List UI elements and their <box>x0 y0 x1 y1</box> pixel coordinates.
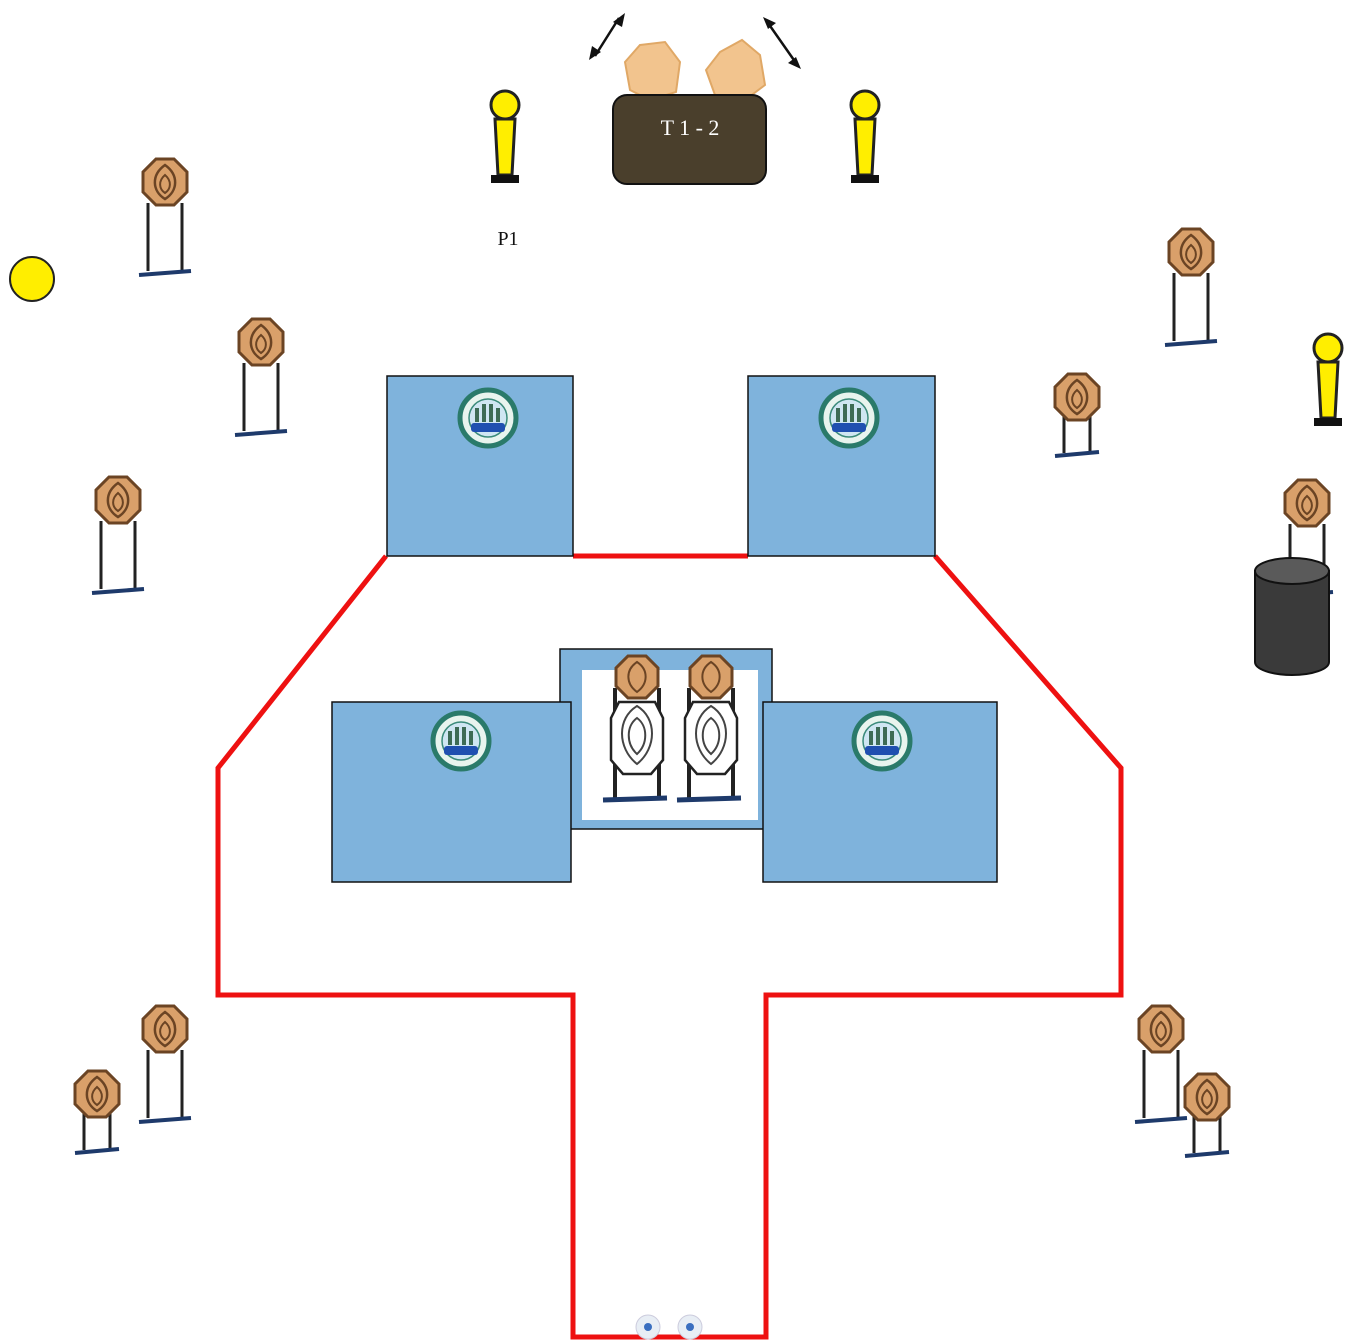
popper-icon <box>849 89 881 185</box>
steel-target-icon <box>137 157 193 277</box>
club-logo-icon <box>433 713 489 769</box>
wall-top-left <box>386 375 574 557</box>
steel-target-icon <box>1133 1004 1189 1124</box>
position-label-p1: P1 <box>497 228 518 250</box>
steel-target-icon <box>1053 372 1101 458</box>
table-label: T 1 - 2 <box>661 115 720 140</box>
double-arrow-icon <box>763 17 801 69</box>
wall-top-right <box>747 375 936 557</box>
steel-target-icon <box>1163 227 1219 347</box>
club-logo-icon <box>854 713 910 769</box>
steel-target-icon <box>73 1069 121 1155</box>
steel-target-icon <box>1183 1072 1231 1158</box>
steel-target-icon <box>90 475 146 595</box>
steel-target-icon <box>137 1004 193 1124</box>
swinger-targets <box>589 13 801 102</box>
fault-line <box>215 554 1124 1340</box>
yellow-disc-icon <box>9 256 55 302</box>
double-arrow-icon <box>589 13 625 60</box>
popper-icon <box>489 89 521 185</box>
club-logo-icon <box>460 390 516 446</box>
barrel-icon <box>1254 557 1330 676</box>
steel-target-icon <box>233 317 289 437</box>
wall-bottom-right <box>762 701 998 883</box>
start-position <box>635 1314 703 1340</box>
wall-bottom-left <box>331 701 572 883</box>
popper-icon <box>1312 332 1344 428</box>
club-logo-icon <box>821 390 877 446</box>
paper-targets <box>582 656 758 820</box>
table-t1-2: T 1 - 2 <box>612 94 767 185</box>
